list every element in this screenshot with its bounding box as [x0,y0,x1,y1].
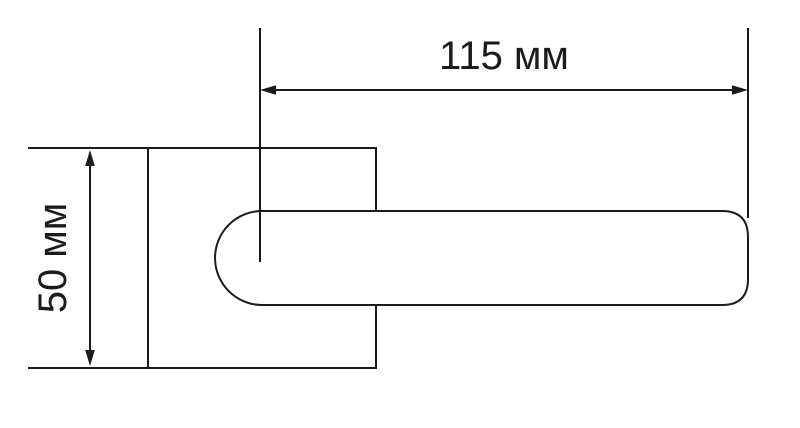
arrowheads [85,85,748,366]
lever-handle-outline [214,210,749,306]
vertical-dimension-label: 50 мм [31,203,75,314]
arrowhead-up-icon [85,150,95,166]
arrowhead-down-icon [85,350,95,366]
dimension-lines [28,28,749,369]
arrowhead-left-icon [260,85,276,95]
part-outlines [147,147,749,369]
dimension-labels: 115 мм 50 мм [31,34,569,313]
horizontal-dimension-label: 115 мм [439,34,569,78]
arrowhead-right-icon [732,85,748,95]
